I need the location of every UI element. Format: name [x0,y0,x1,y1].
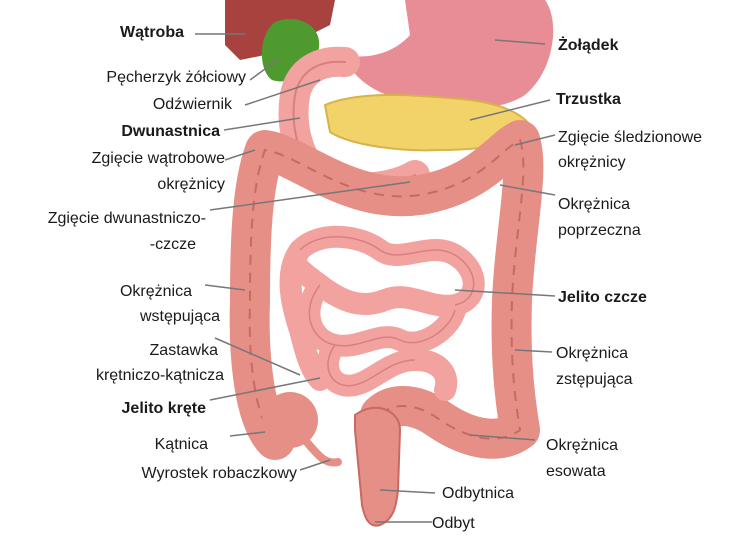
label-ileocecal-1: Zastawka [150,339,218,363]
label-liver: Wątroba [120,21,184,45]
label-duodenojejunal-1: Zgięcie dwunastniczo- [48,207,206,231]
label-gallbladder: Pęcherzyk żółciowy [106,66,246,90]
appendix-shape [305,440,338,463]
label-descending-colon-1: Okrężnica [556,342,628,366]
label-stomach: Żołądek [558,34,618,58]
label-rectum: Odbytnica [442,482,514,506]
label-ascending-colon-1: Okrężnica [120,280,192,304]
label-jejunum: Jelito czcze [558,286,647,310]
stomach-shape [345,0,553,109]
label-ascending-colon-2: wstępująca [140,305,220,329]
label-sigmoid-colon-2: esowata [546,460,606,484]
leader-appendix [300,460,330,470]
label-transverse-colon-1: Okrężnica [558,193,630,217]
label-sigmoid-colon-1: Okrężnica [546,434,618,458]
label-descending-colon-2: zstępująca [556,368,633,392]
label-duodenum: Dwunastnica [121,120,220,144]
label-hepatic-flexure-1: Zgięcie wątrobowe [92,147,225,171]
label-pancreas: Trzustka [556,88,621,112]
label-duodenojejunal-2: -czcze [150,233,196,257]
label-pylorus: Odźwiernik [153,93,232,117]
label-splenic-flexure-1: Zgięcie śledzionowe [558,126,702,150]
label-appendix: Wyrostek robaczkowy [142,462,297,486]
rectum-shape [355,408,400,526]
label-anus: Odbyt [432,512,475,536]
label-hepatic-flexure-2: okrężnicy [157,173,225,197]
label-ileocecal-2: krętniczo-kątnicza [96,364,224,388]
small-intestine-shape [291,237,474,390]
label-cecum: Kątnica [155,433,208,457]
label-ileum: Jelito kręte [122,397,206,421]
label-transverse-colon-2: poprzeczna [558,219,641,243]
label-splenic-flexure-2: okrężnicy [558,151,626,175]
